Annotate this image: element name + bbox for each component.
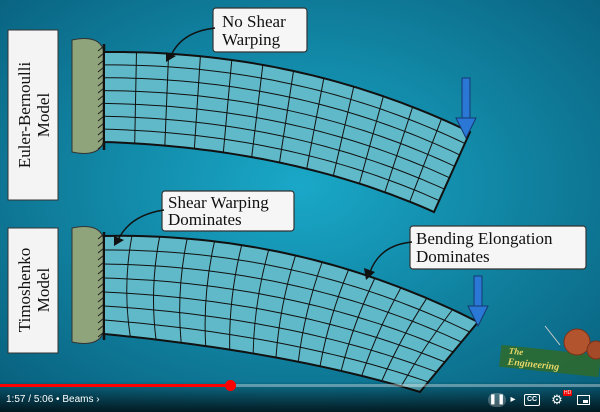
euler-bernoulli-beam: [103, 51, 472, 214]
callout-shear-warping-dominates: Shear Warping Dominates: [114, 190, 295, 246]
total-time: 5:06: [33, 394, 54, 405]
top-load-arrow: [455, 77, 477, 140]
svg-text:Bending Elongation: Bending Elongation: [416, 229, 553, 248]
time-display: 1:57 / 5:06 • Beams ›: [6, 394, 100, 405]
bottom-load-arrow: [467, 275, 489, 328]
bottom-label-line1: Timoshenko: [15, 248, 34, 332]
player-controls: 1:57 / 5:06 • Beams › ❚❚ ▸ CC ⚙ HD: [0, 380, 600, 412]
miniplayer-icon[interactable]: [576, 393, 590, 407]
svg-text:The: The: [508, 346, 523, 357]
bottom-label-line2: Model: [34, 268, 53, 313]
top-model-label: Euler-Bernoulli Model: [7, 29, 59, 201]
bottom-model-label: Timoshenko Model: [7, 227, 59, 354]
svg-text:Dominates: Dominates: [416, 247, 490, 266]
current-time: 1:57: [6, 394, 26, 405]
top-wall-support: [71, 38, 106, 154]
hd-badge: HD: [563, 390, 573, 396]
engineering-logo: The Engineering: [499, 325, 600, 378]
svg-text:No Shear: No Shear: [222, 12, 286, 31]
progress-bar[interactable]: [0, 380, 600, 391]
top-label-line2: Model: [34, 93, 53, 138]
captions-button[interactable]: CC: [524, 394, 540, 406]
callout-bending-elongation-dominates: Bending Elongation Dominates: [364, 225, 587, 280]
callout-no-shear-warping: No Shear Warping: [166, 7, 308, 62]
svg-text:Engineering: Engineering: [506, 357, 560, 373]
svg-text:Dominates: Dominates: [168, 210, 242, 229]
svg-text:Warping: Warping: [222, 30, 281, 49]
progress-played: [0, 384, 230, 387]
autoplay-toggle-icon[interactable]: ▸: [510, 394, 516, 405]
chapter-label[interactable]: • Beams ›: [53, 394, 100, 405]
settings-gear-icon[interactable]: ⚙: [551, 392, 563, 407]
top-label-line1: Euler-Bernoulli: [15, 62, 34, 169]
svg-text:Shear Warping: Shear Warping: [168, 193, 269, 212]
bottom-wall-support: [71, 226, 106, 344]
progress-scrubber[interactable]: [224, 380, 236, 391]
pause-toggle-icon[interactable]: ❚❚: [488, 393, 506, 407]
